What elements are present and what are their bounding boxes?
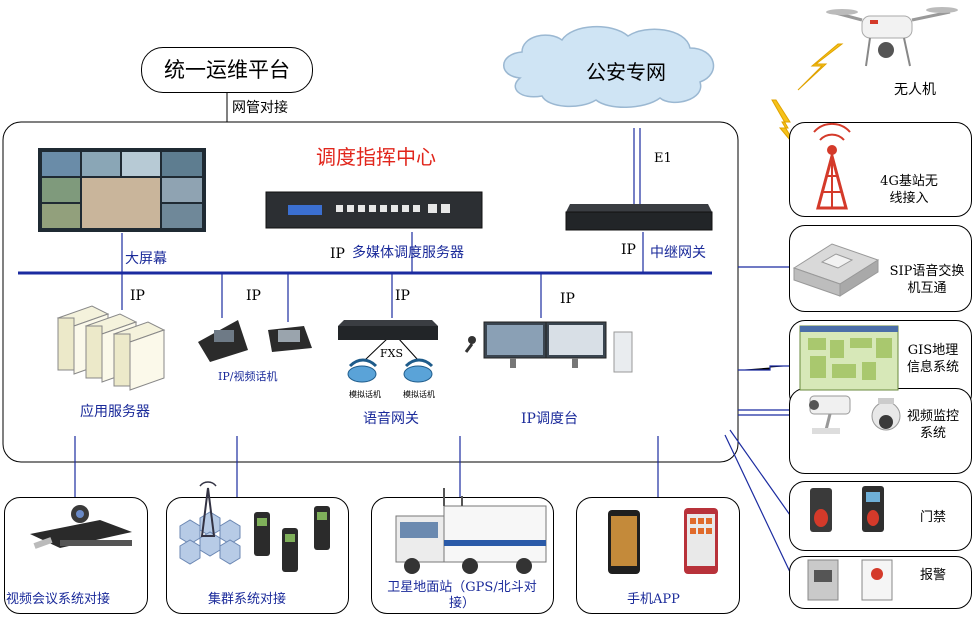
mobile-app-label: 手机APP <box>627 592 680 607</box>
sip-switch-label: SIP语音交换机互通 <box>889 264 965 296</box>
media-server-icon <box>265 191 483 229</box>
ip-label-voicegw: IP <box>395 288 410 304</box>
ip-console-label: IP调度台 <box>521 411 578 427</box>
ip-phone-icon <box>198 320 312 362</box>
trunking-label: 集群系统对接 <box>208 592 287 607</box>
fxs-label: FXS <box>380 347 403 360</box>
analog-phone-icon <box>347 358 434 383</box>
drone-icon <box>826 7 958 67</box>
cloud-shape <box>503 25 715 108</box>
voice-gateway-label: 语音网关 <box>363 411 419 427</box>
trunk-gateway-label: 中继网关 <box>650 245 706 261</box>
app-server-icon <box>56 305 166 391</box>
ip-console-icon <box>464 321 633 373</box>
base-station-label: 4G基站无线接入 <box>880 174 938 206</box>
e1-label: E1 <box>654 151 672 166</box>
ip-label-console: IP <box>560 291 575 307</box>
analog-phone-label-1: 模拟话机 <box>349 390 381 399</box>
video-phone-label: IP/视频话机 <box>218 370 278 383</box>
ip-label-appserver: IP <box>130 288 145 304</box>
analog-phone-label-2: 模拟话机 <box>403 390 435 399</box>
center-title: 调度指挥中心 <box>316 145 436 169</box>
alarm-label: 报警 <box>920 568 947 583</box>
video-conference-label: 视频会议系统对接 <box>6 592 111 607</box>
ip-label-phone: IP <box>246 288 261 304</box>
cloud-label: 公安专网 <box>586 60 666 84</box>
platform-box <box>141 47 313 93</box>
drone-label: 无人机 <box>894 82 936 98</box>
voice-gateway-icon <box>338 320 438 340</box>
trunk-gateway-icon <box>565 204 713 231</box>
command-center-box <box>2 121 739 463</box>
platform-link-label: 网管对接 <box>232 100 288 116</box>
media-server-label: 多媒体调度服务器 <box>352 245 464 261</box>
big-screen-label: 大屏幕 <box>125 251 167 267</box>
video-wall-icon <box>38 148 206 232</box>
satellite-label: 卫星地面站（GPS/北斗对接） <box>387 580 537 611</box>
ip-label-media: IP <box>330 246 345 262</box>
gis-label: GIS地理信息系统 <box>906 343 959 375</box>
access-control-label: 门禁 <box>920 510 947 525</box>
app-server-label: 应用服务器 <box>80 404 150 420</box>
ip-label-gateway: IP <box>621 242 636 258</box>
cctv-label: 视频监控系统 <box>906 409 959 441</box>
platform-title: 统一运维平台 <box>164 58 290 82</box>
